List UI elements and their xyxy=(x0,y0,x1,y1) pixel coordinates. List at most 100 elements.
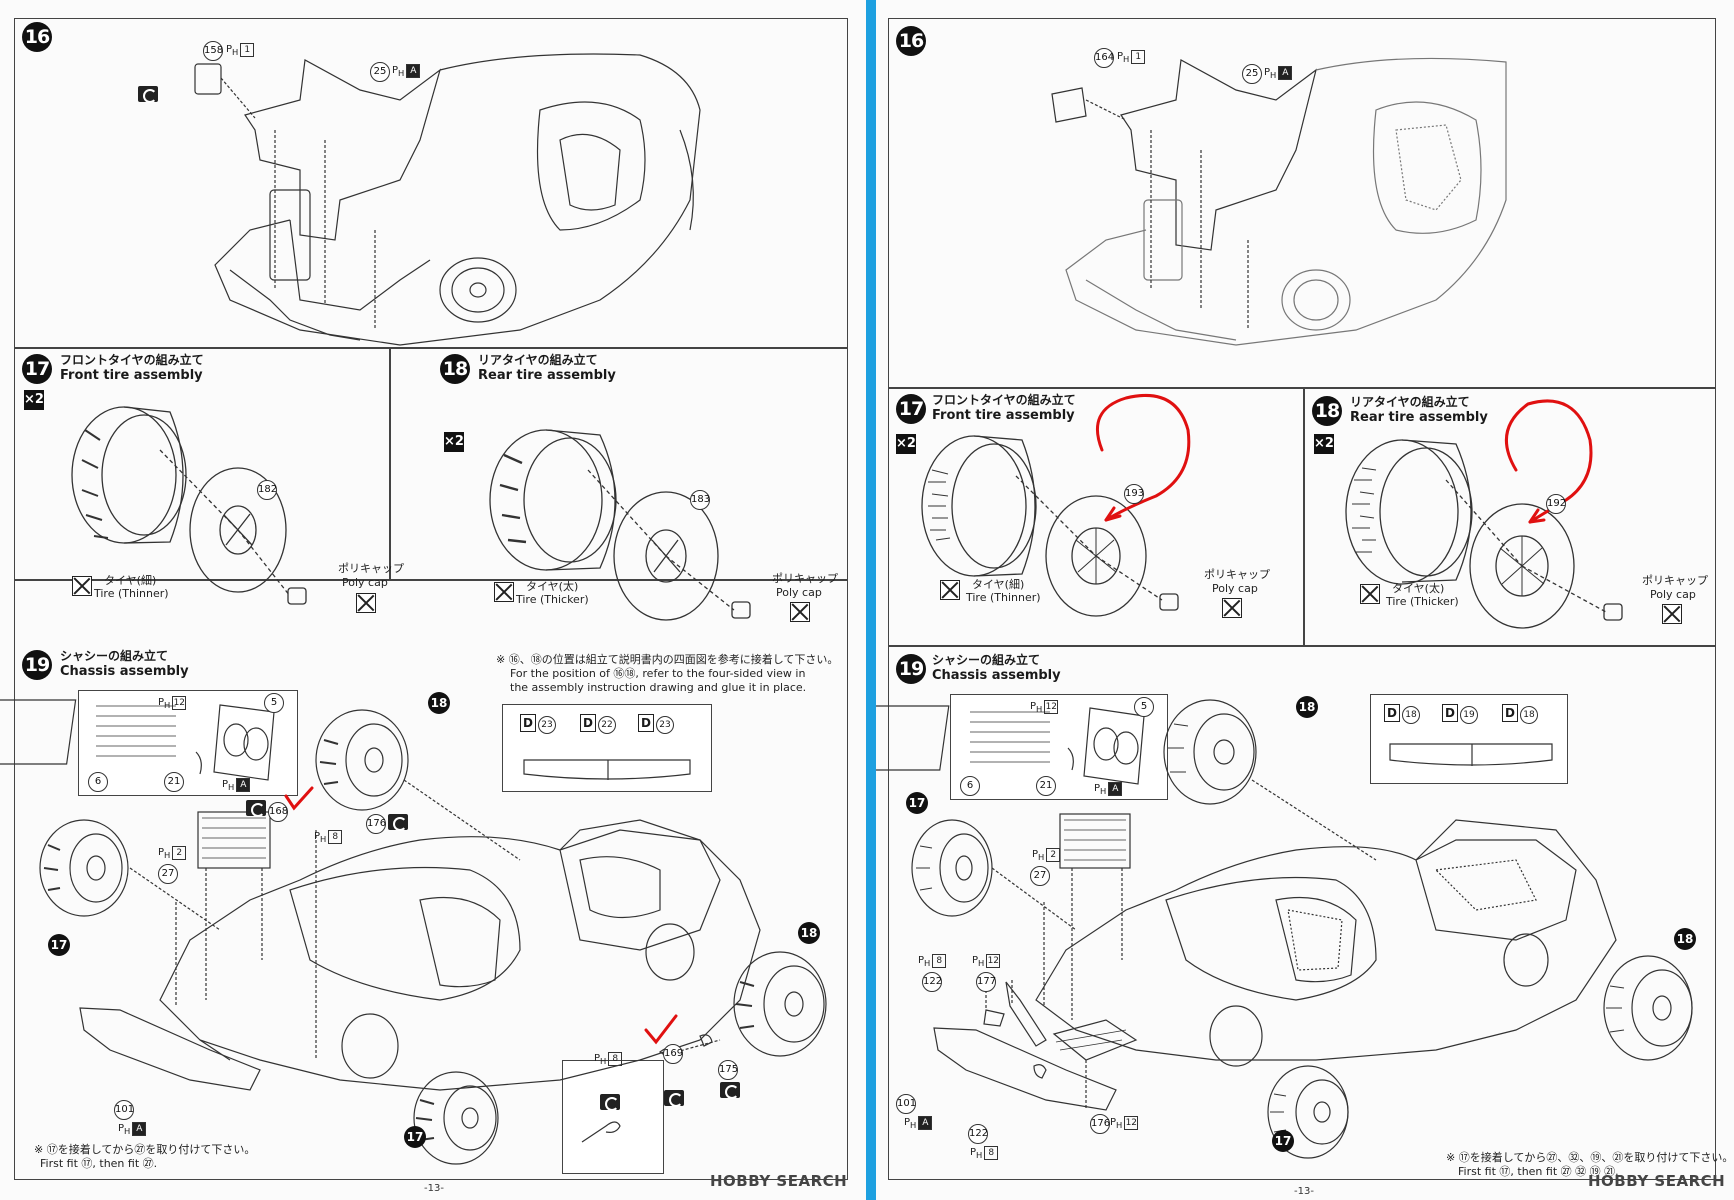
footnote-en: First fit ⑰, then fit ㉗. xyxy=(40,1157,158,1170)
position-note-en-2: the assembly instruction drawing and glu… xyxy=(510,681,807,694)
part-number: 27 xyxy=(158,864,178,884)
step-18-title: リアタイヤの組み立て Rear tire assembly xyxy=(1350,394,1488,426)
part-number: 158 xyxy=(203,41,223,61)
footnote-jp: ※ ⑰を接着してから㉗、㉜、⑲、㉑を取り付けて下さい。 xyxy=(1446,1151,1734,1164)
glue-icon xyxy=(720,1082,740,1099)
part-number: 25 xyxy=(1242,64,1262,84)
section-divider xyxy=(15,579,847,581)
multiplier-badge: ×2 xyxy=(24,390,44,410)
cap-label-en: Poly cap xyxy=(776,586,822,599)
tire-label-en: Tire (Thinner) xyxy=(966,591,1041,604)
title-en: Rear tire assembly xyxy=(1350,410,1488,425)
step-16-number: 16 xyxy=(896,26,926,56)
part-number: 175 xyxy=(718,1060,738,1080)
cap-label-en: Poly cap xyxy=(1212,582,1258,595)
no-paint-icon xyxy=(1222,598,1242,618)
no-paint-icon xyxy=(1360,584,1380,604)
step-callout: 17 xyxy=(404,1126,426,1148)
title-jp: シャシーの組み立て xyxy=(60,649,169,663)
part-number: 176 xyxy=(366,814,386,834)
part-number: 27 xyxy=(1030,866,1050,886)
step-16-car-drawing xyxy=(194,53,701,346)
part-number: 164 xyxy=(1094,48,1114,68)
section-divider xyxy=(1303,387,1305,645)
no-paint-icon xyxy=(1662,604,1682,624)
section-divider xyxy=(15,347,847,349)
step-callout: 18 xyxy=(1674,928,1696,950)
step-callout: 18 xyxy=(798,922,820,944)
part-number: 21 xyxy=(1036,776,1056,796)
glue-detail-box xyxy=(562,1060,664,1174)
wheel-part-number: 183 xyxy=(690,490,710,510)
no-paint-icon xyxy=(790,602,810,622)
cap-label-jp: ポリキャップ xyxy=(1204,568,1270,581)
section-divider xyxy=(389,347,391,579)
step-18-number: 18 xyxy=(1312,396,1342,426)
glue-icon xyxy=(600,1094,620,1111)
cap-label-en: Poly cap xyxy=(342,576,388,589)
multiplier-badge: ×2 xyxy=(444,432,464,452)
step-19-title: シャシーの組み立て Chassis assembly xyxy=(60,648,189,680)
no-paint-icon xyxy=(356,593,376,613)
page-frame xyxy=(14,18,848,1180)
tire-label-en: Tire (Thinner) xyxy=(94,587,169,600)
part-number: 168 xyxy=(268,802,288,822)
part-number: 122 xyxy=(922,972,942,992)
part-number: 177 xyxy=(976,972,996,992)
part-number: 25 xyxy=(370,62,390,82)
step-16-number: 16 xyxy=(22,22,52,52)
title-en: Front tire assembly xyxy=(60,368,203,383)
cap-label-en: Poly cap xyxy=(1650,588,1696,601)
footnote-jp: ※ ⑰を接着してから㉗を取り付けて下さい。 xyxy=(34,1143,256,1156)
title-en: Rear tire assembly xyxy=(478,368,616,383)
step-18-title: リアタイヤの組み立て Rear tire assembly xyxy=(478,352,616,384)
part-number: 6 xyxy=(960,776,980,796)
position-note-en-1: For the position of ⑯⑱, refer to the fou… xyxy=(510,667,806,680)
multiplier-badge: ×2 xyxy=(896,434,916,454)
cap-label-jp: ポリキャップ xyxy=(1642,574,1708,587)
multiplier-badge: ×2 xyxy=(1314,434,1334,454)
no-paint-icon xyxy=(494,582,514,602)
page-number: -13- xyxy=(1294,1186,1314,1197)
wheel-part-number: 193 xyxy=(1124,484,1144,504)
part-number: 21 xyxy=(164,772,184,792)
rear-tire-drawing xyxy=(489,429,751,621)
cap-label-jp: ポリキャップ xyxy=(772,572,838,585)
part-number: 169 xyxy=(663,1044,683,1064)
part-number: 6 xyxy=(88,772,108,792)
step-17-title: フロントタイヤの組み立て Front tire assembly xyxy=(60,352,204,384)
step-callout: 17 xyxy=(1272,1130,1294,1152)
glue-icon xyxy=(138,86,158,103)
glue-icon xyxy=(388,814,408,831)
part-number: 122 xyxy=(968,1124,988,1144)
page-frame xyxy=(888,18,1716,1180)
section-divider xyxy=(889,645,1715,647)
step-17-title: フロントタイヤの組み立て Front tire assembly xyxy=(932,392,1076,424)
radiator-detail-box xyxy=(78,690,298,796)
title-jp: シャシーの組み立て xyxy=(932,653,1041,667)
part-number: 5 xyxy=(264,693,284,713)
step-19-number: 19 xyxy=(22,650,52,680)
step-19-chassis-drawing xyxy=(0,699,827,1165)
title-jp: リアタイヤの組み立て xyxy=(1350,395,1470,409)
tire-label-jp: タイヤ(細) xyxy=(972,578,1025,591)
section-divider xyxy=(889,387,1715,389)
wheel-part-number: 192 xyxy=(1546,494,1566,514)
